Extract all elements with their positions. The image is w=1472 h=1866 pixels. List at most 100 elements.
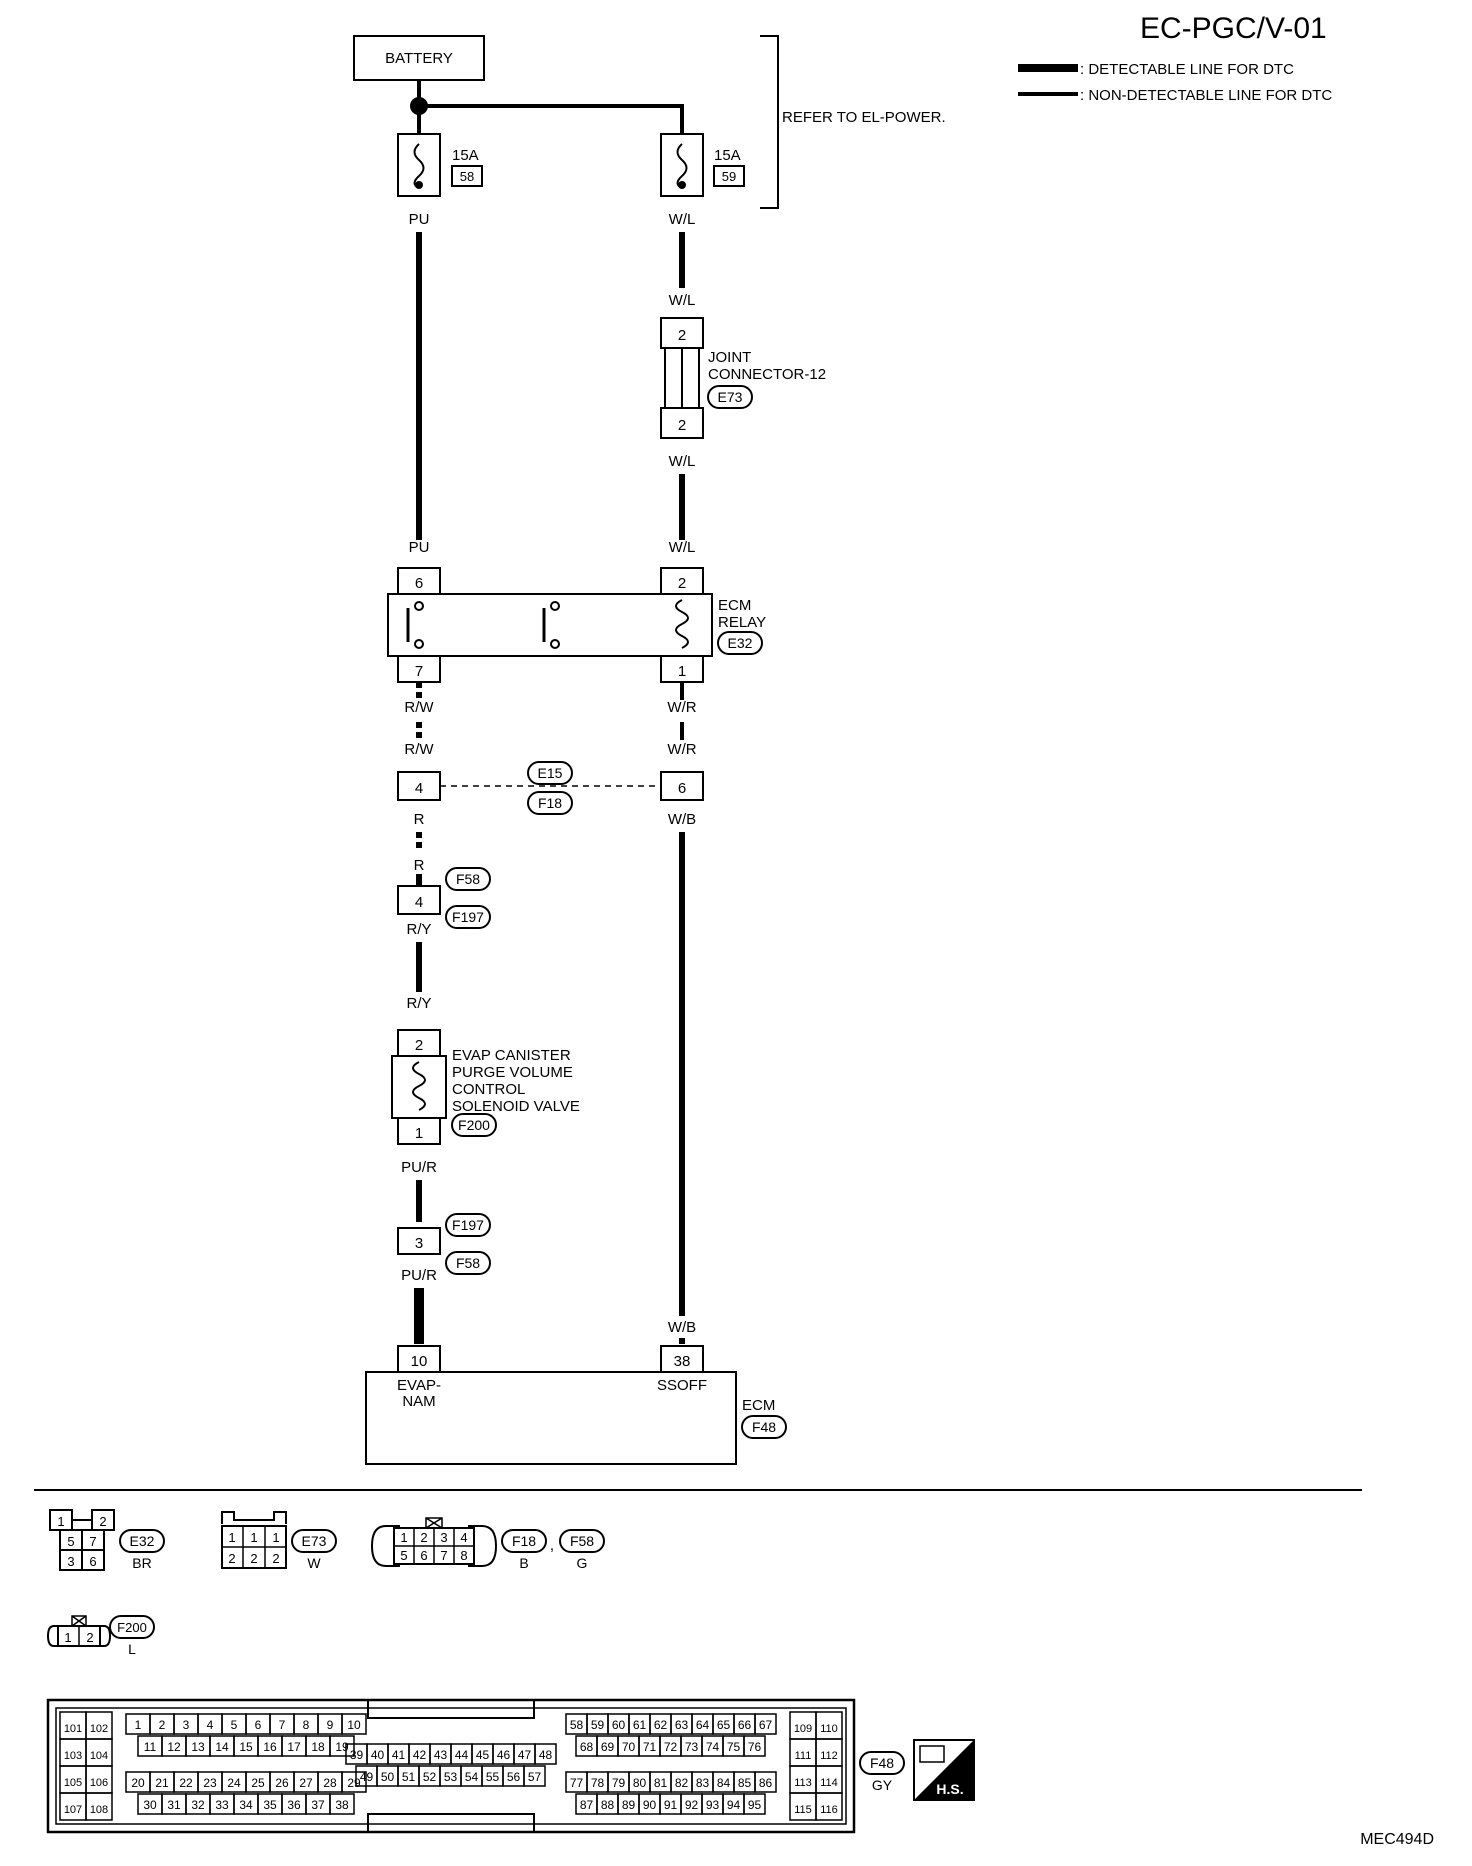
page-title: EC-PGC/V-01: [1140, 12, 1327, 45]
f48-pin: 71: [643, 1740, 657, 1754]
f197-badge: [445, 905, 491, 929]
f200-pin: 1: [64, 1630, 71, 1645]
solenoid-wire-out: PU/R: [401, 1159, 437, 1176]
f48-pin: 57: [528, 1770, 542, 1784]
f48-pin: 111: [795, 1750, 812, 1762]
relay-switch2-top: [550, 601, 560, 611]
joint-wire-in: W/L: [669, 292, 696, 309]
f48-pin: 40: [371, 1748, 385, 1762]
f48-pin: 16: [263, 1740, 277, 1754]
f48-pin: 24: [227, 1776, 241, 1790]
f48-pin: 109: [794, 1723, 812, 1735]
f200-connector-view: 1 2 F200 L: [46, 1615, 155, 1657]
e32-connector-view: 1 2 5 7 3 6 E32 BR: [49, 1509, 165, 1571]
f18-connector-view: 1 2 3 4 5 6 7 8 F18 B , F58 G: [370, 1517, 605, 1571]
f48-pin: 50: [381, 1770, 395, 1784]
relay-switch2-bottom: [550, 639, 560, 649]
f48-pin: 55: [486, 1770, 500, 1784]
fuse-58-number-box: [451, 165, 483, 187]
f48-pin: 78: [591, 1776, 605, 1790]
relay-coil: [675, 599, 689, 649]
f18-pin: 3: [440, 1530, 447, 1545]
f48-pin: 114: [820, 1777, 838, 1789]
f48-pin: 85: [738, 1776, 752, 1790]
f197-connector-top: F197: [452, 1217, 484, 1233]
f48-pin: 26: [275, 1776, 289, 1790]
f48-pin: 116: [820, 1804, 838, 1816]
f48-pin: 106: [90, 1777, 108, 1789]
fuse-59-number: 59: [722, 169, 736, 184]
f48-pin: 14: [215, 1740, 229, 1754]
f48-pin: 83: [696, 1776, 710, 1790]
fuse-59-element: [676, 143, 688, 189]
f48-pin: 28: [323, 1776, 337, 1790]
ecm-body: [365, 1371, 737, 1465]
f18-pin: 1: [400, 1530, 407, 1545]
e32-color: BR: [132, 1555, 151, 1571]
f48-pin: 75: [727, 1740, 741, 1754]
f48-cell: [85, 1792, 113, 1821]
f48-pin: 91: [664, 1798, 678, 1812]
f48-pin: 35: [263, 1798, 277, 1812]
f48-pin: 42: [413, 1748, 427, 1762]
f48-pin: 86: [759, 1776, 773, 1790]
e73-pin: 1: [228, 1530, 235, 1545]
relay-pin-top-left: 6: [415, 575, 423, 592]
f48-pin: 54: [465, 1770, 479, 1784]
f48-color: GY: [872, 1777, 893, 1793]
ecm-right-label: SSOFF: [657, 1377, 707, 1394]
f48-pin: 39: [350, 1748, 364, 1762]
e32-pin: 1: [57, 1514, 64, 1529]
fuse-59-body: [660, 133, 704, 197]
fuse-59-number-box: [713, 165, 745, 187]
e32-pin: 5: [67, 1534, 74, 1549]
f48-cell: [743, 1793, 766, 1815]
f48-pin: 63: [675, 1718, 689, 1732]
f48-pin: 60: [612, 1718, 626, 1732]
f48-pin: 46: [497, 1748, 511, 1762]
f48-cell: [754, 1713, 777, 1735]
ecm-connector-id: F48: [752, 1419, 776, 1435]
e15-connector-bottom: F18: [538, 795, 562, 811]
f48-pin: 21: [155, 1776, 169, 1790]
relay-switch1-top: [414, 601, 424, 611]
f48-pin: 89: [622, 1798, 636, 1812]
f48-pin: 70: [622, 1740, 636, 1754]
f48-pin: 84: [717, 1776, 731, 1790]
solenoid-connector-badge: [451, 1113, 497, 1137]
joint-pin-bottom-box: [660, 407, 704, 439]
wire-pu-label: PU: [409, 211, 430, 228]
f48-pin: 23: [203, 1776, 217, 1790]
e15-left-wire-out: R: [414, 811, 425, 828]
relay-pin-bottom-right: 1: [678, 663, 686, 680]
wire-wl-label: W/L: [669, 211, 696, 228]
e32-pin: 2: [99, 1514, 106, 1529]
f48-pin: 3: [183, 1718, 190, 1732]
relay-name-2: RELAY: [718, 614, 766, 631]
f48-pin: 8: [303, 1718, 310, 1732]
ecm-left-label-1: EVAP-: [397, 1377, 441, 1394]
f58-connector-top: F58: [456, 871, 480, 887]
f48-cell: [329, 1735, 355, 1757]
f18-badge: [527, 791, 573, 815]
f58-junction-badge: [445, 1251, 491, 1275]
f18-separator: ,: [550, 1537, 554, 1554]
f48-pin: 101: [64, 1723, 82, 1735]
f48-pin: 34: [239, 1798, 253, 1812]
f48-pin: 59: [591, 1718, 605, 1732]
f18-pin: 8: [460, 1548, 467, 1563]
f48-pin: 113: [794, 1777, 812, 1789]
solenoid-name-3: CONTROL: [452, 1081, 525, 1098]
f48-pin: 30: [143, 1798, 157, 1812]
solenoid-pin-top: 2: [415, 1037, 423, 1054]
f18-pin: 4: [460, 1530, 467, 1545]
ecm-right-wire-in: W/B: [668, 1319, 696, 1336]
f48-pin: 73: [685, 1740, 699, 1754]
f48-pin: 77: [570, 1776, 584, 1790]
f48-cell: [341, 1771, 367, 1793]
f48-pin: 108: [90, 1804, 108, 1816]
solenoid-coil: [412, 1061, 426, 1111]
f58-wire-in: R: [414, 857, 425, 874]
e15-right-wire-out: W/B: [668, 811, 696, 828]
